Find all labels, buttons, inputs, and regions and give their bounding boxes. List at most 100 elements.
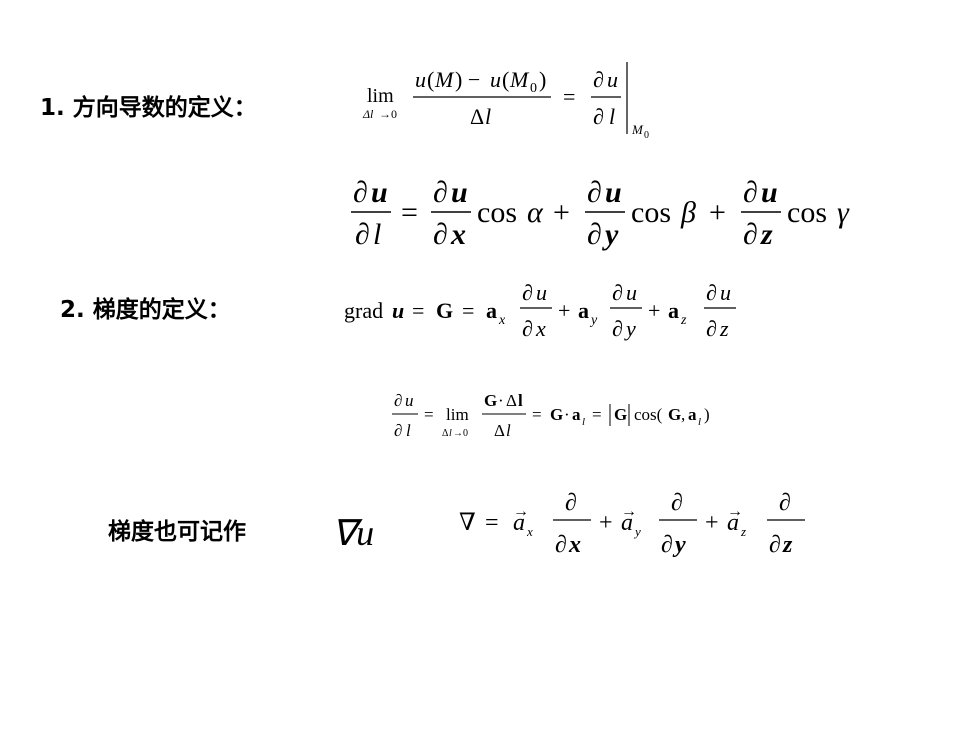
svg-text:z: z — [782, 532, 793, 558]
svg-text:·: · — [564, 405, 570, 424]
svg-text:Δ: Δ — [442, 428, 449, 439]
svg-text:,: , — [681, 405, 685, 424]
svg-text:a: a — [688, 405, 697, 424]
svg-text:l: l — [609, 104, 615, 129]
svg-text:a: a — [513, 510, 525, 536]
svg-text:u: u — [451, 176, 468, 209]
svg-text:cos: cos — [477, 196, 517, 229]
svg-text:→0: →0 — [379, 107, 397, 121]
svg-text:l: l — [449, 428, 452, 439]
svg-text:=: = — [485, 510, 499, 536]
svg-text:·: · — [498, 391, 504, 410]
svg-text:=: = — [592, 405, 602, 424]
svg-text:y: y — [589, 313, 598, 328]
svg-text:x: x — [568, 532, 581, 558]
svg-text:a: a — [572, 405, 581, 424]
svg-text:x: x — [450, 218, 466, 251]
svg-text:γ: γ — [837, 196, 850, 229]
svg-text:+: + — [705, 510, 719, 536]
svg-text:y: y — [624, 316, 636, 341]
svg-text:∂: ∂ — [394, 421, 402, 440]
svg-text:l: l — [373, 218, 381, 251]
svg-text:∂: ∂ — [769, 532, 781, 558]
svg-text:β: β — [680, 196, 696, 229]
svg-text:Δ: Δ — [494, 421, 505, 440]
svg-text:∂: ∂ — [522, 280, 533, 305]
svg-text:M: M — [631, 122, 644, 137]
svg-text:∂: ∂ — [743, 218, 758, 251]
svg-text:u: u — [761, 176, 778, 209]
svg-text:y: y — [602, 218, 619, 251]
svg-text:): ) — [704, 405, 710, 424]
svg-text:=: = — [424, 405, 434, 424]
svg-text:a: a — [727, 510, 739, 536]
svg-text:+: + — [599, 510, 613, 536]
svg-text:x: x — [526, 524, 533, 539]
svg-text:z: z — [760, 218, 773, 251]
svg-text:lim: lim — [367, 85, 394, 107]
svg-text:G: G — [614, 405, 627, 424]
svg-text:y: y — [672, 532, 686, 558]
svg-text:∇: ∇ — [459, 510, 476, 536]
svg-text:l: l — [506, 421, 511, 440]
svg-text:=: = — [532, 405, 542, 424]
svg-text:∂: ∂ — [743, 176, 758, 209]
svg-text:l: l — [582, 416, 585, 428]
heading-also-written-as: 梯度也可记作 — [108, 519, 246, 545]
svg-text:∂: ∂ — [565, 490, 577, 516]
svg-text:∂: ∂ — [706, 280, 717, 305]
svg-text:l: l — [406, 421, 411, 440]
heading-gradient: 2. 梯度的定义： — [60, 297, 231, 323]
svg-text:α: α — [527, 196, 544, 229]
svg-text:0: 0 — [644, 130, 649, 141]
svg-text:0: 0 — [530, 81, 537, 96]
formula-directional-derivative-definition: lim Δl →0 u ( M ) − u ( M 0 ) Δ l = ∂ u … — [362, 62, 649, 141]
svg-text:cos: cos — [631, 196, 671, 229]
svg-text:+: + — [558, 298, 570, 323]
svg-text:G: G — [550, 405, 563, 424]
formula-nabla-operator: ∇ = a → x ∂ ∂x + a → y ∂ ∂y + a → z ∂ ∂z — [459, 490, 805, 558]
svg-text:→0: →0 — [453, 428, 468, 439]
svg-text:lim: lim — [446, 405, 469, 424]
svg-text:y: y — [633, 524, 641, 539]
heading-directional-derivative: 1. 方向导数的定义： — [40, 95, 257, 121]
svg-text:(: ( — [502, 67, 509, 92]
svg-text:a: a — [578, 298, 589, 323]
svg-text:=: = — [563, 84, 575, 109]
svg-text:u: u — [405, 391, 414, 410]
svg-text:cos: cos — [787, 196, 827, 229]
svg-text:a: a — [621, 510, 633, 536]
svg-text:u: u — [371, 176, 388, 209]
svg-text:+: + — [553, 196, 570, 229]
svg-text:z: z — [740, 524, 746, 539]
svg-text:=: = — [462, 298, 474, 323]
svg-text:∂: ∂ — [394, 391, 402, 410]
svg-text:→: → — [513, 503, 529, 520]
svg-text:a: a — [486, 298, 497, 323]
svg-text:∂: ∂ — [593, 67, 604, 92]
svg-text:∂: ∂ — [612, 316, 623, 341]
svg-text:∂: ∂ — [706, 316, 717, 341]
svg-text:∂: ∂ — [433, 218, 448, 251]
svg-text:G: G — [668, 405, 681, 424]
svg-text:cos(: cos( — [634, 405, 663, 424]
svg-text:∂: ∂ — [355, 218, 370, 251]
svg-text:∂: ∂ — [587, 218, 602, 251]
svg-text:G: G — [436, 298, 453, 323]
svg-text:u: u — [415, 67, 426, 92]
svg-text:∂: ∂ — [433, 176, 448, 209]
svg-text:=: = — [412, 298, 424, 323]
svg-text:=: = — [401, 196, 418, 229]
svg-text:u: u — [607, 67, 618, 92]
svg-text:∂: ∂ — [671, 490, 683, 516]
nabla-u-symbol: ∇u — [332, 513, 375, 553]
svg-text:u: u — [626, 280, 637, 305]
svg-text:u: u — [392, 298, 404, 323]
svg-text:∂: ∂ — [593, 104, 604, 129]
svg-text:l: l — [698, 416, 701, 428]
svg-text:∂: ∂ — [555, 532, 567, 558]
svg-text:∂: ∂ — [353, 176, 368, 209]
